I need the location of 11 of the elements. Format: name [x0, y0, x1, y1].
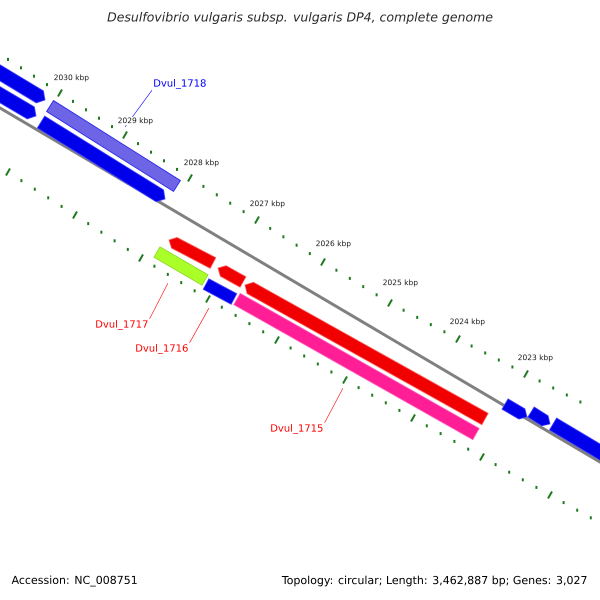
leader-line — [149, 282, 168, 320]
gene-label: Dvul_1715 — [271, 424, 322, 434]
gene-label: Dvul_1717 — [96, 320, 148, 330]
gene-feature — [202, 278, 238, 305]
leader-line — [189, 308, 210, 344]
leader-line — [324, 388, 344, 424]
footer-text: Accession: NC_008751 — [12, 576, 137, 586]
title: Desulfovibrio vulgaris subsp. vulgaris DP4, complete genome — [107, 12, 492, 24]
gene-label: Dvul_1718 — [154, 79, 206, 89]
footer-text: Topology: circular; Length: 3,462,887 bp; Genes: 3,027 — [282, 576, 587, 586]
gene-label: Dvul_1716 — [136, 344, 188, 354]
